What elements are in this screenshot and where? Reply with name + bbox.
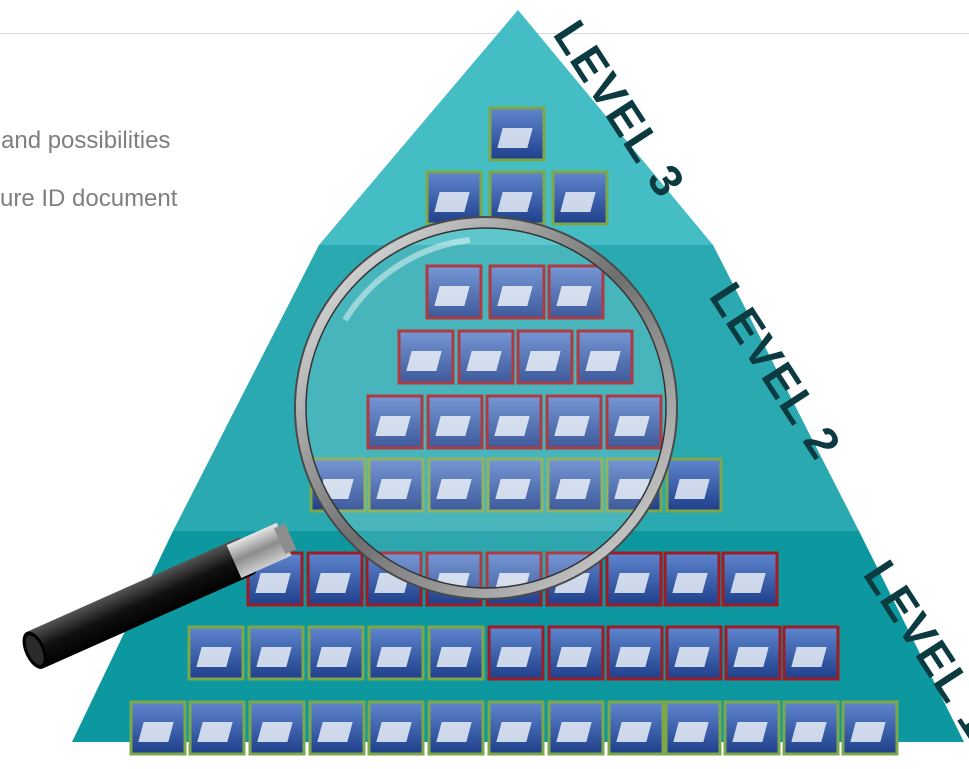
feature-tile [551,170,609,226]
feature-tile [425,170,483,226]
feature-tile [547,700,605,756]
feature-tile [426,394,484,450]
feature-tile [367,625,425,681]
feature-tiles [129,106,899,756]
feature-tile [488,106,546,162]
feature-tile [188,700,246,756]
feature-tile [306,551,364,607]
feature-tile [663,551,721,607]
feature-tile [664,700,722,756]
feature-tile [606,625,664,681]
feature-tile [307,625,365,681]
feature-tile [367,700,425,756]
feature-tile [724,625,782,681]
feature-tile [366,394,424,450]
feature-tile [546,457,604,513]
feature-tile [485,394,543,450]
feature-tile [247,625,305,681]
feature-tile [425,264,483,320]
feature-tile [427,700,485,756]
feature-tile [129,700,187,756]
feature-tile [187,625,245,681]
feature-tile [397,329,455,385]
feature-tile [607,700,665,756]
feature-tile [576,329,634,385]
intro-line-2: ure ID document [0,185,178,212]
feature-tile [487,625,545,681]
feature-tile [721,551,779,607]
feature-tile [665,457,723,513]
feature-tile [545,394,603,450]
feature-tile [841,700,899,756]
feature-tile [547,625,605,681]
feature-tile [488,170,546,226]
feature-tile [487,700,545,756]
feature-tile [665,625,723,681]
feature-tile [427,457,485,513]
feature-tile [516,329,574,385]
feature-tile [427,625,485,681]
feature-tile [782,625,840,681]
feature-tile [488,264,546,320]
feature-tile [547,264,605,320]
feature-tile [367,457,425,513]
feature-tile [545,551,603,607]
feature-tile [605,551,663,607]
intro-line-1: and possibilities [1,127,171,154]
feature-tile [605,394,663,450]
feature-tile [486,457,544,513]
feature-tile [723,700,781,756]
feature-tile [782,700,840,756]
feature-tile [457,329,515,385]
header-divider [0,33,969,34]
feature-tile [248,700,306,756]
magnifying-glass-icon [22,216,678,669]
feature-tile [308,700,366,756]
